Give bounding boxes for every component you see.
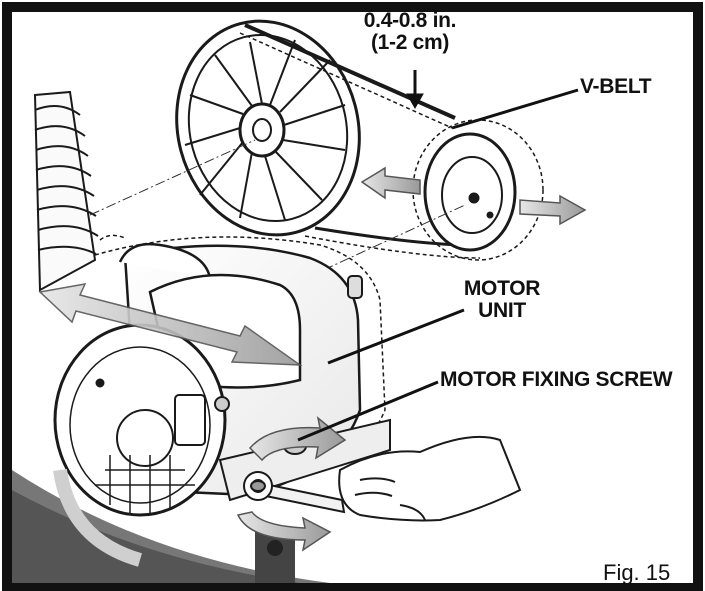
belt-deflection-cm: (1-2 cm) (370, 31, 450, 54)
motor-unit-line2: UNIT (478, 299, 526, 322)
compressor-base (12, 470, 330, 583)
v-belt-label: V-BELT (580, 75, 652, 98)
figure-number: Fig. 15 (603, 560, 671, 585)
flywheel-pulley (175, 19, 361, 237)
pulley-adjust-arrows (360, 166, 587, 226)
belt-deflection-label: 0.4-0.8 in. (1-2 cm) (360, 10, 460, 54)
rotation-shadow (53, 468, 143, 567)
compressor-cylinder (33, 90, 99, 292)
belt-deflection-inch: 0.4-0.8 in. (363, 9, 457, 32)
hand (338, 435, 522, 522)
motor-fixing-screw-label: MOTOR FIXING SCREW (440, 368, 673, 391)
motor-pulley (412, 119, 544, 261)
motor-slide-arrow (38, 283, 303, 366)
callout-leaders (297, 70, 579, 442)
screw-rotation-arrows (236, 416, 347, 552)
motor-unit-label: MOTOR UNIT (452, 278, 552, 322)
motor-unit-line1: MOTOR (463, 277, 541, 300)
